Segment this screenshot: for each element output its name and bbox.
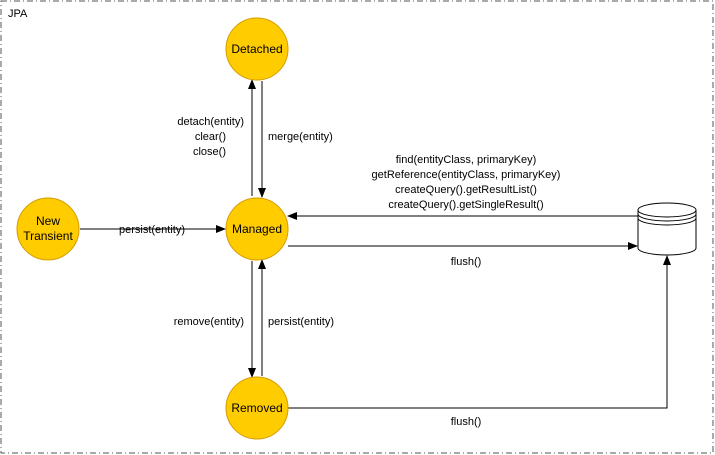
state-removed-label: Removed [231,401,282,415]
label-detach: detach(entity) [177,116,244,128]
label-flush-managed: flush() [451,256,482,268]
edge-removed-to-db [288,255,671,409]
label-get-reference: getReference(entityClass, primaryKey) [372,169,561,181]
detach-labels: detach(entity) clear() close() [177,116,244,158]
label-remove: remove(entity) [174,316,244,328]
label-get-single-result: createQuery().getSingleResult() [388,199,543,211]
state-new-transient[interactable]: New Transient [16,197,80,261]
label-close: close() [193,146,226,158]
label-persist-new: persist(entity) [119,224,185,236]
find-labels: find(entityClass, primaryKey) getReferen… [372,154,561,211]
label-find: find(entityClass, primaryKey) [396,154,537,166]
state-new-label: New [36,214,60,228]
database-icon[interactable] [637,202,697,256]
frame-title: JPA [8,8,28,20]
label-get-result-list: createQuery().getResultList() [395,184,537,196]
state-detached[interactable]: Detached [225,17,289,81]
label-merge: merge(entity) [268,131,333,143]
state-managed-label: Managed [232,222,282,236]
label-flush-removed: flush() [451,416,482,428]
state-transient-label: Transient [23,229,73,243]
state-managed[interactable]: Managed [225,197,289,261]
label-clear: clear() [195,131,226,143]
label-persist-removed: persist(entity) [268,316,334,328]
state-detached-label: Detached [231,42,282,56]
state-removed[interactable]: Removed [225,376,289,440]
